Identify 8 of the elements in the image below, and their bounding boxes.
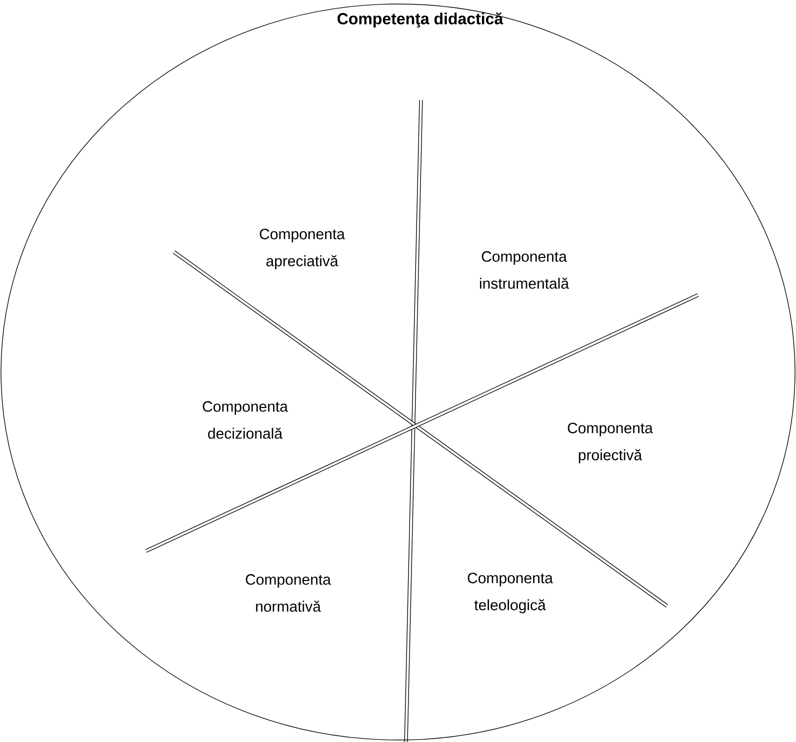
component-label: Componenta normativă (246, 574, 331, 612)
component-label: Componenta apreciativă (260, 228, 345, 270)
component-label: Componenta instrumentală (480, 251, 569, 289)
title: Competenţa didactică (338, 12, 504, 28)
ellipse (0, 4, 796, 740)
component-label: Componenta decizională (202, 401, 288, 439)
component-label: Componenta teleologică (468, 572, 553, 614)
component-label: Componenta proiectivă (568, 422, 653, 464)
